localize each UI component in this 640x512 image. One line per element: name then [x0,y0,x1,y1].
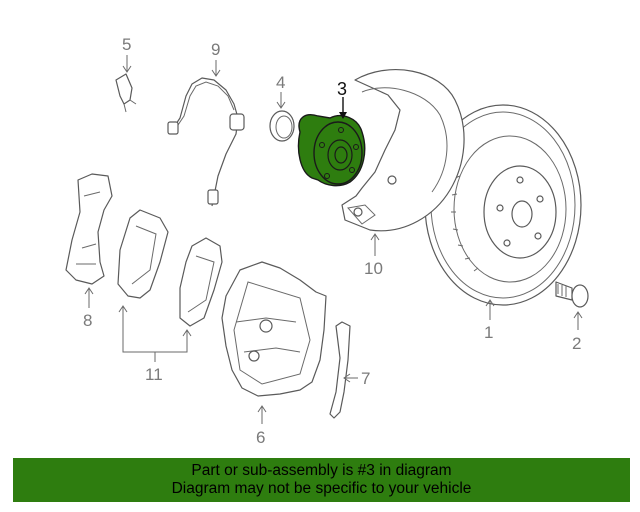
parts-diagram: 1 10 3 4 5 [65,35,589,447]
info-banner: Part or sub-assembly is #3 in diagram Di… [13,458,630,502]
banner-line-1: Part or sub-assembly is #3 in diagram [191,462,452,479]
seal-ring[interactable] [269,110,295,142]
anti-rattle-spring[interactable] [329,321,351,419]
label-part-4: 4 [276,73,285,92]
banner-line-2: Diagram may not be specific to your vehi… [171,480,472,497]
wheel-hub-assembly[interactable] [297,114,366,187]
label-part-1: 1 [484,323,493,342]
brake-caliper[interactable] [221,261,327,397]
label-part-2: 2 [572,334,581,353]
label-part-9: 9 [211,40,220,59]
label-part-6: 6 [256,428,265,447]
label-part-3: 3 [337,79,347,99]
label-part-7: 7 [361,369,370,388]
label-part-5: 5 [122,35,131,54]
wear-sensor[interactable] [115,73,137,113]
label-part-11: 11 [145,365,163,384]
brake-hose[interactable] [167,77,245,207]
brake-pad-outer[interactable] [179,237,223,327]
wheel-bolt[interactable] [555,281,589,308]
brake-rotor[interactable] [424,104,582,306]
splash-shield[interactable] [341,69,465,232]
label-part-8: 8 [83,311,92,330]
brake-pad-inner[interactable] [117,209,169,299]
label-part-10: 10 [364,259,383,278]
caliper-bracket[interactable] [65,173,113,285]
